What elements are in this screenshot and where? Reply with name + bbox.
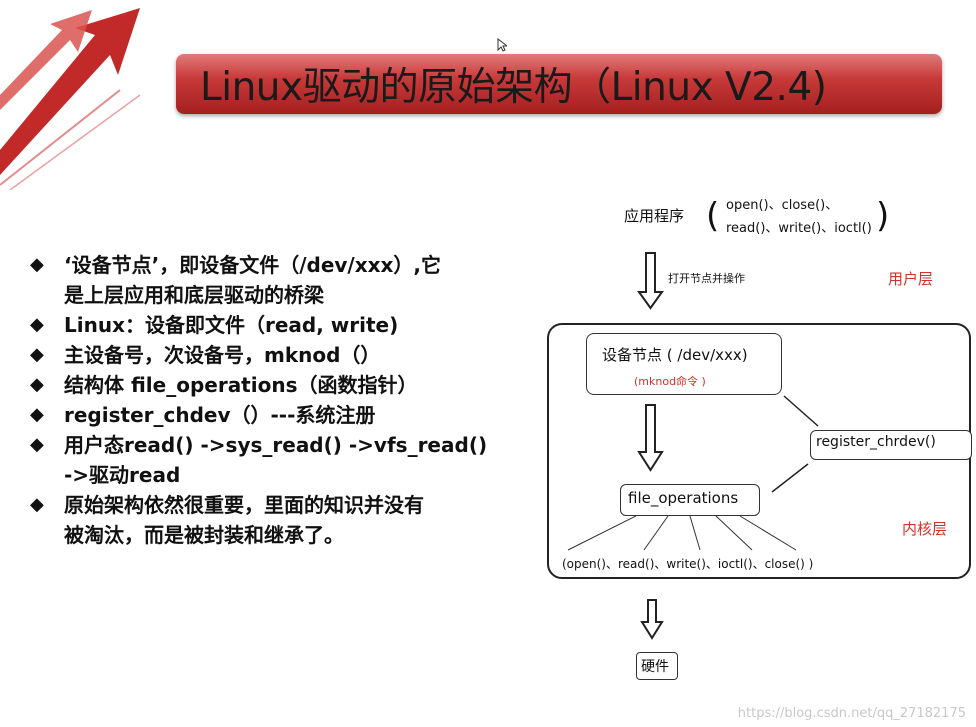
diamond-bullet-icon: ◆ xyxy=(30,254,44,275)
bullet-text: Linux：设备即文件（read, write) xyxy=(64,313,399,337)
bullet-text: register_chdev（）---系统注册 xyxy=(64,403,376,427)
hardware-label: 硬件 xyxy=(641,659,669,675)
user-layer-label: 用户层 xyxy=(888,270,934,288)
watermark: https://blog.csdn.net/qq_27182175 xyxy=(737,706,966,721)
app-label: 应用程序 xyxy=(624,207,685,225)
diamond-bullet-icon: ◆ xyxy=(30,434,44,455)
bullet-text: 用户态read() ->sys_read() ->vfs_read() ->驱动… xyxy=(64,433,488,487)
register-chrdev-box xyxy=(810,430,972,460)
bullet-item: ◆ register_chdev（）---系统注册 xyxy=(30,400,530,430)
title-bar: Linux驱动的原始架构（Linux V2.4) xyxy=(176,54,942,114)
bullet-item: ◆ 结构体 file_operations（函数指针） xyxy=(30,370,530,400)
bullet-text: 主设备号，次设备号，mknod（） xyxy=(64,343,381,367)
svg-text:(: ( xyxy=(706,196,719,236)
diamond-bullet-icon: ◆ xyxy=(30,404,44,425)
app-calls-line1: open()、close()、 xyxy=(726,198,839,213)
bullet-list: ◆‘设备节点’，即设备文件（/dev/xxx）,它 是上层应用和底层驱动的桥梁 … xyxy=(30,250,530,550)
ops-list: (open()、read()、write()、ioctl()、close() ) xyxy=(562,557,814,571)
file-operations-label: file_operations xyxy=(628,489,739,507)
bullet-item: ◆ 用户态read() ->sys_read() ->vfs_read() ->驱… xyxy=(30,430,530,490)
device-node-label: 设备节点 ( /dev/xxx) xyxy=(602,346,748,364)
app-calls-line2: read()、write()、ioctl() xyxy=(726,221,872,236)
bullet-text: 原始架构依然很重要，里面的知识并没有 被淘汰，而是被封装和继承了。 xyxy=(64,493,424,547)
kernel-layer-label: 内核层 xyxy=(902,520,948,538)
hardware-box xyxy=(636,652,678,680)
slide-title: Linux驱动的原始架构（Linux V2.4) xyxy=(200,65,827,110)
arrow-label: 打开节点并操作 xyxy=(668,272,745,285)
diamond-bullet-icon: ◆ xyxy=(30,344,44,365)
diamond-bullet-icon: ◆ xyxy=(30,374,44,395)
diamond-bullet-icon: ◆ xyxy=(30,314,44,335)
bullet-text: 结构体 file_operations（函数指针） xyxy=(64,373,418,397)
mknod-note: (mknod命令 ) xyxy=(634,375,706,388)
decorative-arrows-graphic xyxy=(0,8,141,190)
bullet-item: ◆ 主设备号，次设备号，mknod（） xyxy=(30,340,530,370)
bullet-text: ‘设备节点’，即设备文件（/dev/xxx）,它 是上层应用和底层驱动的桥梁 xyxy=(64,253,442,307)
bullet-item: ◆ 原始架构依然很重要，里面的知识并没有 被淘汰，而是被封装和继承了。 xyxy=(30,490,530,550)
mouse-cursor-icon xyxy=(497,38,507,52)
architecture-diagram: ( ) 应用程序 open xyxy=(540,180,976,700)
svg-text:): ) xyxy=(876,196,889,236)
diamond-bullet-icon: ◆ xyxy=(30,494,44,515)
bullet-item: ◆ Linux：设备即文件（read, write) xyxy=(30,310,530,340)
device-node-box xyxy=(586,333,782,395)
register-chrdev-label: register_chrdev() xyxy=(816,434,936,450)
bullet-item: ◆ ‘设备节点’，即设备文件（/dev/xxx）,它 是上层应用和底层驱动的桥梁 xyxy=(30,250,530,310)
file-operations-box xyxy=(620,484,760,516)
